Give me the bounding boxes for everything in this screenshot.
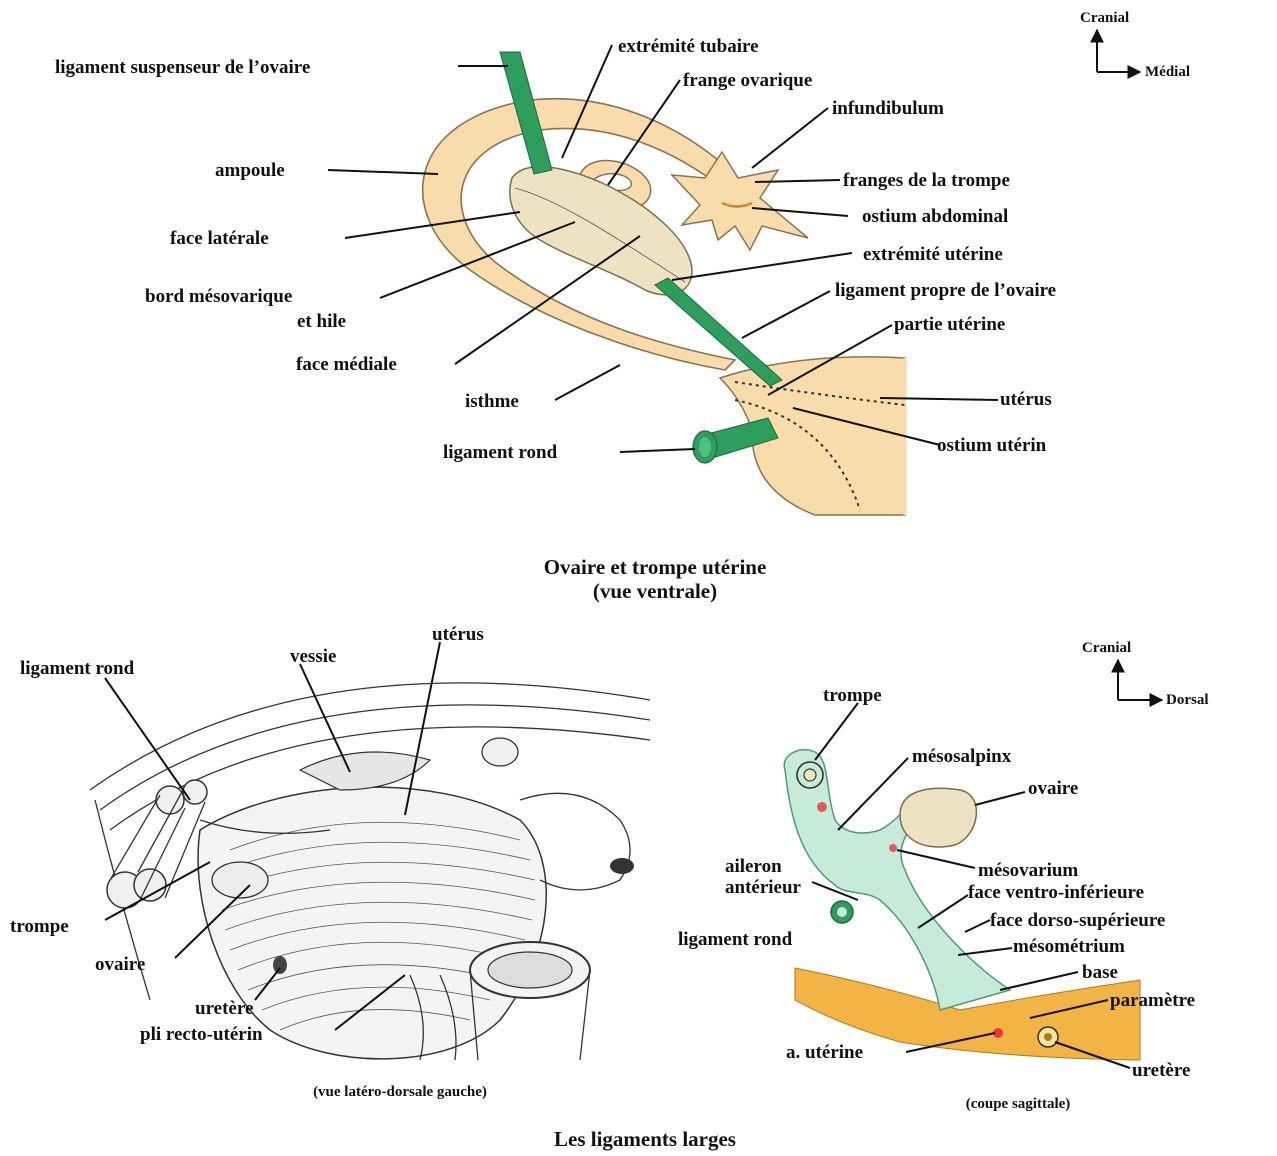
label-ovaire-left: ovaire [95, 954, 145, 975]
label-ligament-suspenseur: ligament suspenseur de l’ovaire [55, 57, 310, 78]
label-uterus-top: utérus [1000, 389, 1052, 410]
proper-ovarian-ligament-shape [655, 278, 782, 386]
right-diagram: Cranial Dorsal [678, 640, 1209, 1112]
label-mesosalpinx: mésosalpinx [912, 746, 1012, 767]
label-frange-ovarique: frange ovarique [683, 70, 812, 91]
ovary-sketch [212, 862, 268, 898]
label-ostium-abdominal: ostium abdominal [862, 206, 1008, 227]
label-vessie: vessie [290, 646, 336, 667]
label-trompe-right: trompe [823, 685, 882, 706]
label-ligament-rond-left: ligament rond [20, 658, 135, 679]
label-base: base [1082, 962, 1118, 983]
top-diagram: Cranial Médial [55, 10, 1190, 603]
label-aileron: aileron [725, 856, 782, 877]
label-parametre: paramètre [1110, 990, 1195, 1011]
label-uretere-left: uretère [195, 998, 253, 1019]
label-ligament-rond-top: ligament rond [443, 442, 558, 463]
label-ovaire-right: ovaire [1028, 778, 1078, 799]
top-caption-subtitle: (vue ventrale) [593, 579, 717, 603]
label-ligament-rond-right: ligament rond [678, 929, 793, 950]
right-caption: (coupe sagittale) [966, 1096, 1071, 1112]
label-trompe-left: trompe [10, 916, 69, 937]
label-et-hile: et hile [297, 311, 346, 332]
label-isthme: isthme [465, 391, 519, 412]
medial-label: Médial [1145, 64, 1190, 80]
broad-ligament-shape [784, 750, 1010, 1010]
top-caption-title: Ovaire et trompe utérine [544, 555, 767, 579]
ovary-section-shape [900, 788, 976, 847]
label-mesovarium: mésovarium [978, 860, 1078, 881]
left-caption: (vue latéro-dorsale gauche) [313, 1084, 487, 1100]
cranial-label: Cranial [1080, 10, 1129, 26]
left-diagram: ligament rond vessie utérus trompe ovair… [10, 624, 650, 1100]
dorsal-label: Dorsal [1166, 692, 1209, 708]
orientation-indicator-right: Cranial Dorsal [1082, 640, 1209, 708]
label-extremite-uterine: extrémité utérine [863, 244, 1003, 265]
cranial-label-right: Cranial [1082, 640, 1131, 656]
footer-title: Les ligaments larges [554, 1127, 736, 1151]
label-face-mediale: face médiale [296, 354, 397, 375]
label-franges: franges de la trompe [843, 170, 1010, 191]
orientation-indicator-top: Cranial Médial [1080, 10, 1190, 80]
label-ligament-propre: ligament propre de l’ovaire [835, 280, 1056, 301]
label-a-uterine: a. utérine [786, 1042, 863, 1063]
label-uretere-right: uretère [1132, 1060, 1190, 1081]
label-face-dorso: face dorso-supérieure [990, 910, 1165, 931]
label-face-ventro: face ventro-inférieure [968, 882, 1144, 903]
label-infundibulum: infundibulum [832, 98, 944, 119]
label-mesometrium: mésométrium [1013, 936, 1125, 957]
label-bord-mesovarique: bord mésovarique [145, 286, 292, 307]
label-ostium-uterin: ostium utérin [937, 435, 1047, 456]
label-extremite-tubaire: extrémité tubaire [618, 36, 759, 57]
ovary-shape [510, 167, 692, 295]
label-uterus-left: utérus [432, 624, 484, 645]
label-anterieur: antérieur [725, 877, 802, 898]
label-pli-recto-uterin: pli recto-utérin [140, 1024, 263, 1045]
label-partie-uterine: partie utérine [894, 314, 1005, 335]
label-face-laterale: face latérale [170, 228, 269, 249]
label-ampoule: ampoule [215, 160, 285, 181]
